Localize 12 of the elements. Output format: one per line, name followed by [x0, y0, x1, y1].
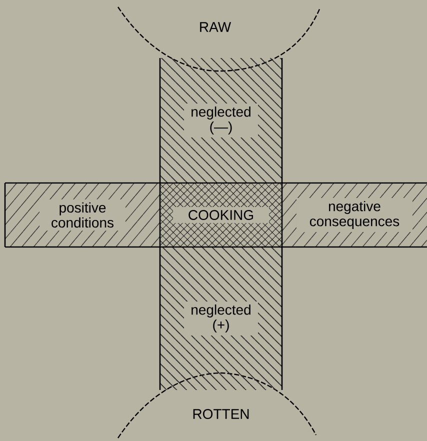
node-label: neglected (+): [192, 304, 250, 333]
hatched-region: positive conditions: [40, 199, 126, 231]
region-label: RAW: [200, 22, 232, 32]
hatched-region: COOKING: [173, 207, 269, 223]
node-label: neglected (—): [192, 106, 250, 135]
hatched-region: negative consequences: [296, 198, 412, 232]
node-label: positive conditions: [52, 202, 114, 228]
node-label: COOKING: [188, 210, 254, 220]
region-label: ROTTEN: [193, 409, 249, 419]
hatched-region: neglected (—): [184, 103, 258, 138]
hatched-region: neglected (+): [184, 301, 258, 336]
node-label: negative consequences: [310, 200, 400, 230]
